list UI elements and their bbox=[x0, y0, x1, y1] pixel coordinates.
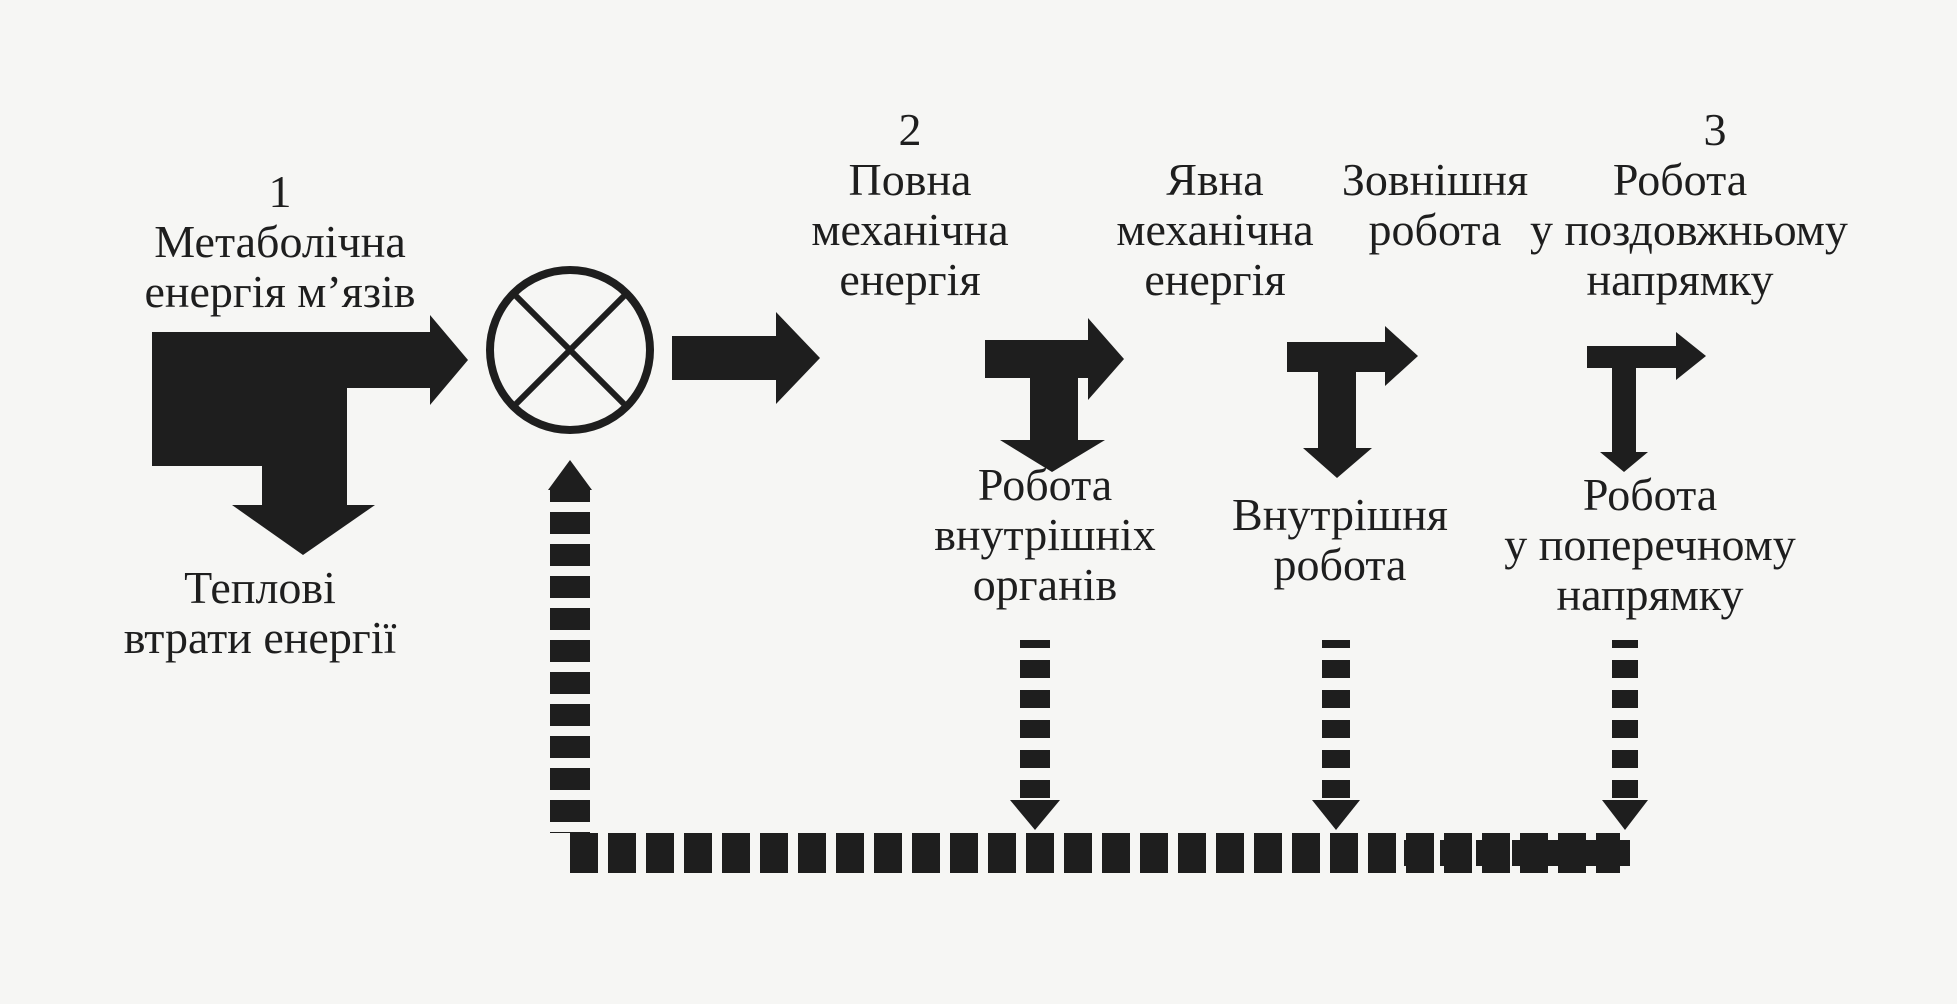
feedback-return-line bbox=[550, 490, 590, 833]
label-line: Теплові bbox=[184, 562, 336, 613]
label-line: Робота bbox=[977, 459, 1113, 510]
metabolic-energy-arrow bbox=[152, 315, 468, 555]
feedback-organs-line bbox=[1020, 640, 1050, 800]
label-line: внутрішніх bbox=[934, 509, 1156, 560]
explicit-mechanical-split-arrow bbox=[1287, 326, 1418, 478]
label-line: робота bbox=[1273, 539, 1407, 590]
label-line: органів bbox=[972, 559, 1118, 610]
feedback-organs-arrowhead bbox=[1010, 800, 1060, 830]
summation-node bbox=[486, 266, 654, 434]
label-metabolic-energy: Метаболічна енергія м’язів bbox=[120, 217, 440, 317]
label-line: у поздовжньому bbox=[1530, 204, 1848, 255]
label-line: енергія bbox=[1144, 254, 1286, 305]
feedback-right-segment bbox=[1330, 840, 1630, 866]
label-transverse-work: Робота у поперечному напрямку bbox=[1485, 470, 1815, 620]
label-longitudinal-work: Робота у поздовжньому напрямку bbox=[1530, 154, 1848, 305]
label-line: робота bbox=[1368, 204, 1502, 255]
label-line: Робота bbox=[1612, 154, 1748, 205]
label-line: втрати енергії bbox=[123, 612, 397, 663]
stage-number-2: 2 bbox=[898, 104, 922, 155]
stage-number-3: 3 bbox=[1703, 104, 1727, 155]
label-line: Метаболічна bbox=[154, 216, 406, 267]
label-explicit-mechanical-energy: Явна механічна енергія bbox=[1100, 155, 1330, 305]
label-line: Повна bbox=[848, 154, 972, 205]
feedback-transverse-arrowhead bbox=[1602, 800, 1648, 830]
label-internal-organs-work: Робота внутрішніх органів bbox=[920, 460, 1170, 610]
label-full-mechanical-energy: Повна механічна енергія bbox=[790, 155, 1030, 305]
label-line: у поперечному bbox=[1504, 519, 1796, 570]
label-line: напрямку bbox=[1556, 569, 1744, 620]
label-line: Зовнішня bbox=[1341, 154, 1529, 205]
full-mechanical-split-arrow bbox=[985, 318, 1124, 472]
label-line: Робота bbox=[1582, 469, 1718, 520]
label-line: напрямку bbox=[1586, 254, 1774, 305]
label-line: Внутрішня bbox=[1232, 489, 1448, 540]
feedback-transverse-line bbox=[1612, 640, 1638, 800]
label-line: енергія м’язів bbox=[144, 266, 416, 317]
feedback-internal-arrowhead bbox=[1312, 800, 1360, 830]
label-internal-work: Внутрішня робота bbox=[1225, 490, 1455, 590]
feedback-internal-line bbox=[1322, 640, 1350, 800]
label-line: механічна bbox=[811, 204, 1009, 255]
full-mechanical-energy-arrow bbox=[672, 312, 820, 404]
stage-number-1: 1 bbox=[268, 166, 292, 217]
feedback-return-arrowhead bbox=[548, 460, 592, 490]
label-line: енергія bbox=[839, 254, 981, 305]
label-external-work: Зовнішня робота bbox=[1325, 155, 1545, 255]
label-heat-loss: Теплові втрати енергії bbox=[100, 563, 420, 663]
label-line: Явна bbox=[1166, 154, 1264, 205]
external-work-split-arrow bbox=[1587, 332, 1706, 472]
feedback-paths bbox=[548, 460, 1648, 873]
label-line: механічна bbox=[1116, 204, 1314, 255]
